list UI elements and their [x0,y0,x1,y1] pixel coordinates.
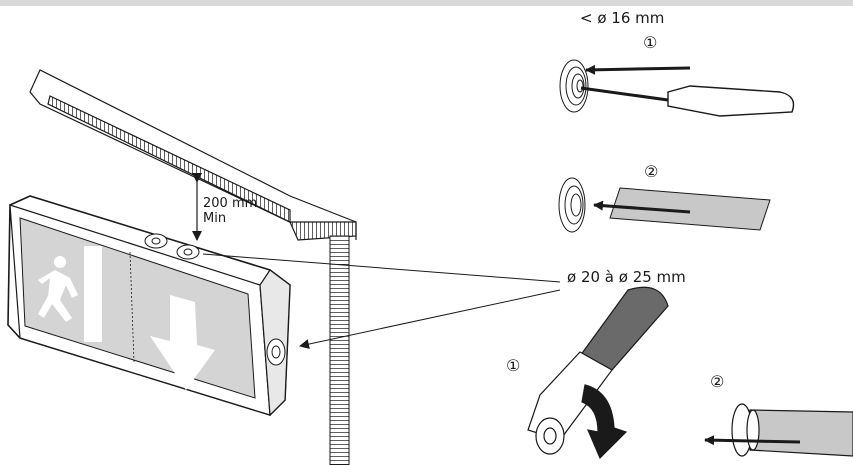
exit-sign [7,195,291,417]
screwdriver-hole-diameter-label: < ø 16 mm [580,9,665,27]
cable-gland-step [704,403,853,457]
step-1-top-label: ① [643,33,658,52]
ceiling-distance-label: 200 mm Min [203,196,257,226]
rotation-arrow-icon [581,384,628,460]
wall [329,222,357,465]
down-arrow-icon [150,295,215,390]
cutter-knife-step [527,286,669,460]
step-2-bottom-label: ② [710,372,725,391]
step-2-top-label: ② [644,162,659,181]
cutter-hole-diameter-label: ø 20 à ø 25 mm [567,268,686,286]
sign-cable-glands [144,233,286,366]
ceiling-distance-value: 200 mm [203,196,258,211]
cutter-knife-icon [527,286,669,455]
top-bar [0,0,853,6]
cable-gland-icon [731,403,853,457]
step-1-bottom-label: ① [506,356,521,375]
screwdriver-icon [580,85,795,117]
screwdriver-hole-step [559,59,795,117]
ceiling-distance-qualifier: Min [203,211,227,226]
callout-lines [202,253,561,349]
running-man-icon [38,246,102,342]
cable-insertion-step [558,177,771,233]
